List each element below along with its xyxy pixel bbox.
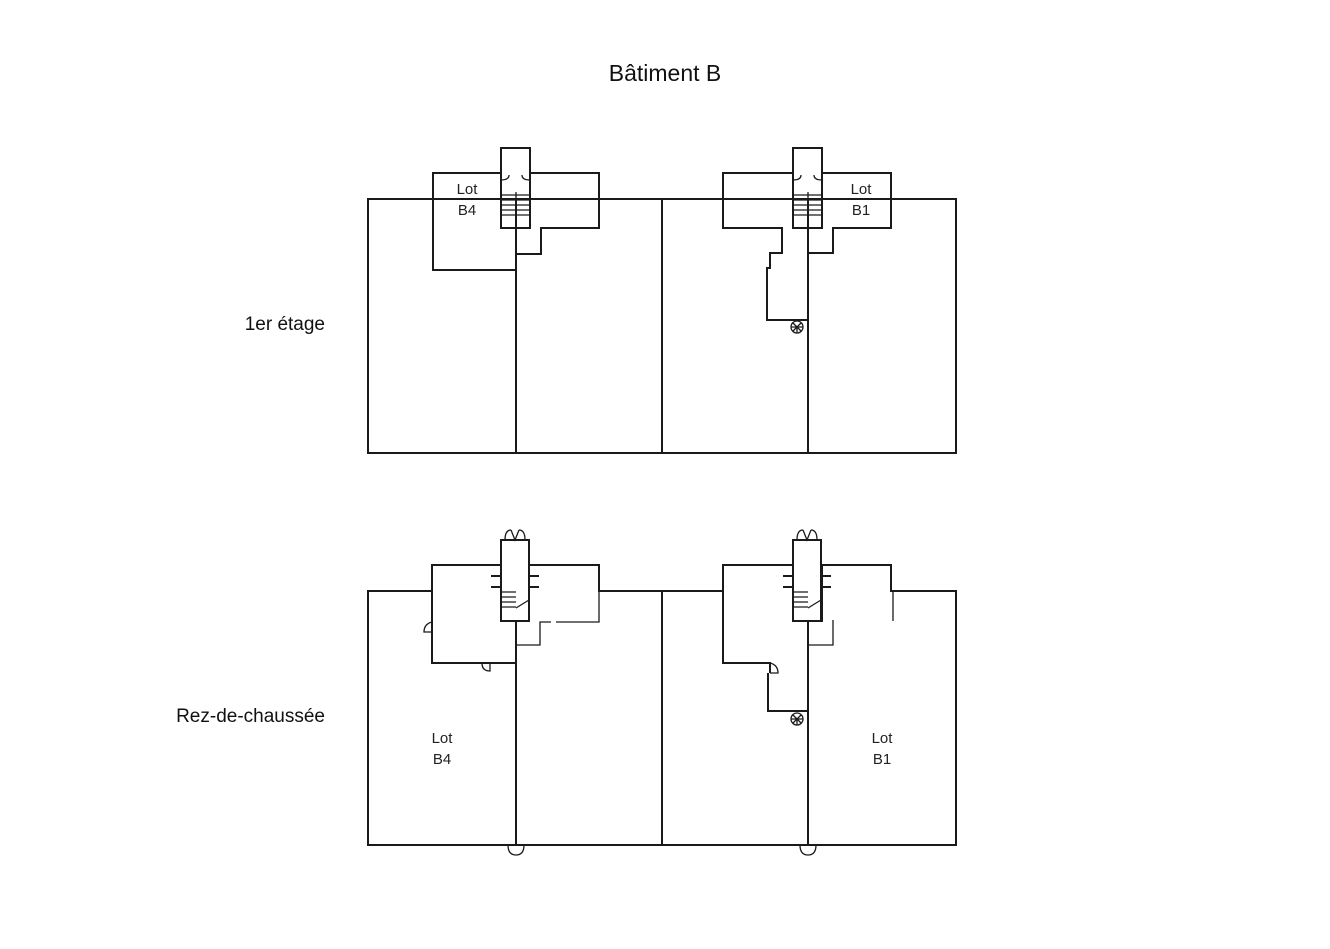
first-stair-left	[500, 147, 531, 229]
ground-lot-b2-area[interactable]	[661, 564, 809, 846]
first-floor-plan	[367, 147, 957, 454]
ground-stair-right	[783, 529, 831, 622]
spiral-stair-icon	[790, 320, 804, 334]
lot-id: B2	[725, 751, 745, 768]
lot-id: B2	[747, 202, 767, 219]
ground-lot-b1-area[interactable]	[807, 564, 957, 846]
spiral-stair-icon	[790, 712, 804, 726]
lot-id: B4	[432, 751, 452, 768]
lot-label-line: Lot	[871, 730, 893, 747]
ground-lot-b3-area[interactable]	[515, 564, 663, 846]
lot-id: B3	[579, 751, 599, 768]
lot-id: B3	[554, 202, 574, 219]
lot-id: B4	[457, 202, 477, 219]
entrance-door-icon	[507, 844, 817, 856]
lot-label-line: Lot	[553, 181, 575, 198]
lot-label-line: Lot	[746, 181, 768, 198]
floor-label-ground: Rez-de-chaussée	[176, 706, 325, 727]
lot-label-line: Lot	[850, 181, 872, 198]
ground-stair-left	[491, 529, 539, 622]
lot-label-line: Lot	[578, 730, 600, 747]
building-title: Bâtiment B	[608, 60, 722, 86]
lot-id: B1	[851, 202, 871, 219]
floor-label-first: 1er étage	[244, 314, 325, 335]
lot-id: B1	[872, 751, 892, 768]
ground-lot-b4-area[interactable]	[367, 564, 517, 846]
lot-label-line: Lot	[456, 181, 478, 198]
ground-floor-plan	[367, 529, 957, 856]
lot-label-line: Lot	[431, 730, 453, 747]
lot-label-line: Lot	[724, 730, 746, 747]
first-stair-right	[792, 147, 823, 229]
